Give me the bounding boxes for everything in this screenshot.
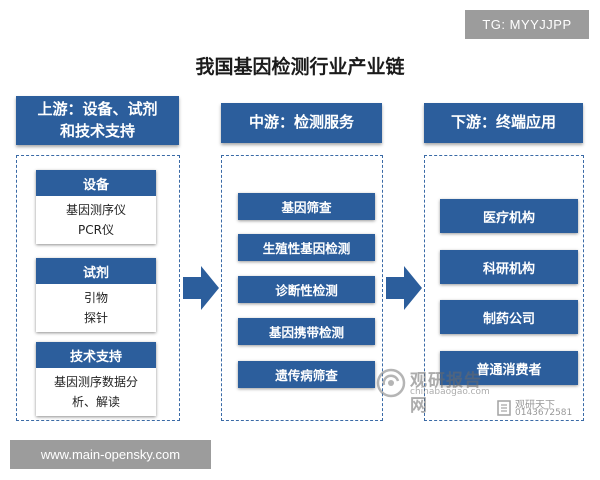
group-reagents: 试剂 引物 探针 [36, 258, 156, 332]
upstream-header: 上游：设备、试剂 和技术支持 [16, 96, 179, 145]
group-equipment: 设备 基因测序仪 PCR仪 [36, 170, 156, 244]
midstream-item: 遗传病筛查 [238, 361, 375, 388]
downstream-box [424, 155, 584, 421]
downstream-item: 制药公司 [440, 300, 578, 334]
group-equipment-item: PCR仪 [78, 223, 114, 237]
midstream-box [221, 155, 383, 421]
group-tech-support-title: 技术支持 [36, 342, 156, 368]
midstream-item: 生殖性基因检测 [238, 234, 375, 261]
stamp-icon [497, 400, 511, 416]
downstream-header: 下游：终端应用 [424, 103, 583, 143]
group-equipment-item: 基因测序仪 [65, 203, 126, 217]
flow-arrow-icon [183, 266, 219, 310]
midstream-header: 中游：检测服务 [221, 103, 382, 143]
group-tech-support-item: 基因测序数据分 [53, 375, 138, 389]
watermark-url: chinabaogao.com [410, 387, 490, 397]
group-reagents-title: 试剂 [36, 258, 156, 284]
tg-badge: TG: MYYJJPP [465, 10, 589, 39]
watermark: 观研报告网 chinabaogao.com [376, 366, 496, 416]
watermark-logo-icon [376, 368, 406, 398]
diagram-title: 我国基因检测行业产业链 [195, 56, 405, 78]
midstream-item: 基因携带检测 [238, 318, 375, 345]
stamp: 观研天下 0143672581 [497, 396, 587, 422]
stamp-line1: 观研天下 [515, 400, 555, 411]
upstream-box [16, 155, 180, 421]
upstream-header-line2: 和技术支持 [59, 121, 135, 140]
group-reagents-item: 探针 [83, 311, 108, 325]
group-reagents-item: 引物 [83, 291, 108, 305]
downstream-item: 普通消费者 [440, 351, 578, 385]
stamp-line2: 0143672581 [515, 408, 573, 418]
watermark-name: 观研报告网 [410, 371, 482, 416]
downstream-item: 科研机构 [440, 250, 578, 284]
upstream-header-line1: 上游：设备、试剂 [37, 99, 158, 118]
group-equipment-title: 设备 [36, 170, 156, 196]
site-url-banner: www.main-opensky.com [10, 440, 211, 469]
midstream-item: 诊断性检测 [238, 276, 375, 303]
group-tech-support-item: 析、解读 [71, 395, 120, 409]
group-tech-support: 技术支持 基因测序数据分 析、解读 [36, 342, 156, 416]
midstream-item: 基因筛查 [238, 193, 375, 220]
flow-arrow-icon [386, 266, 422, 310]
downstream-item: 医疗机构 [440, 199, 578, 233]
